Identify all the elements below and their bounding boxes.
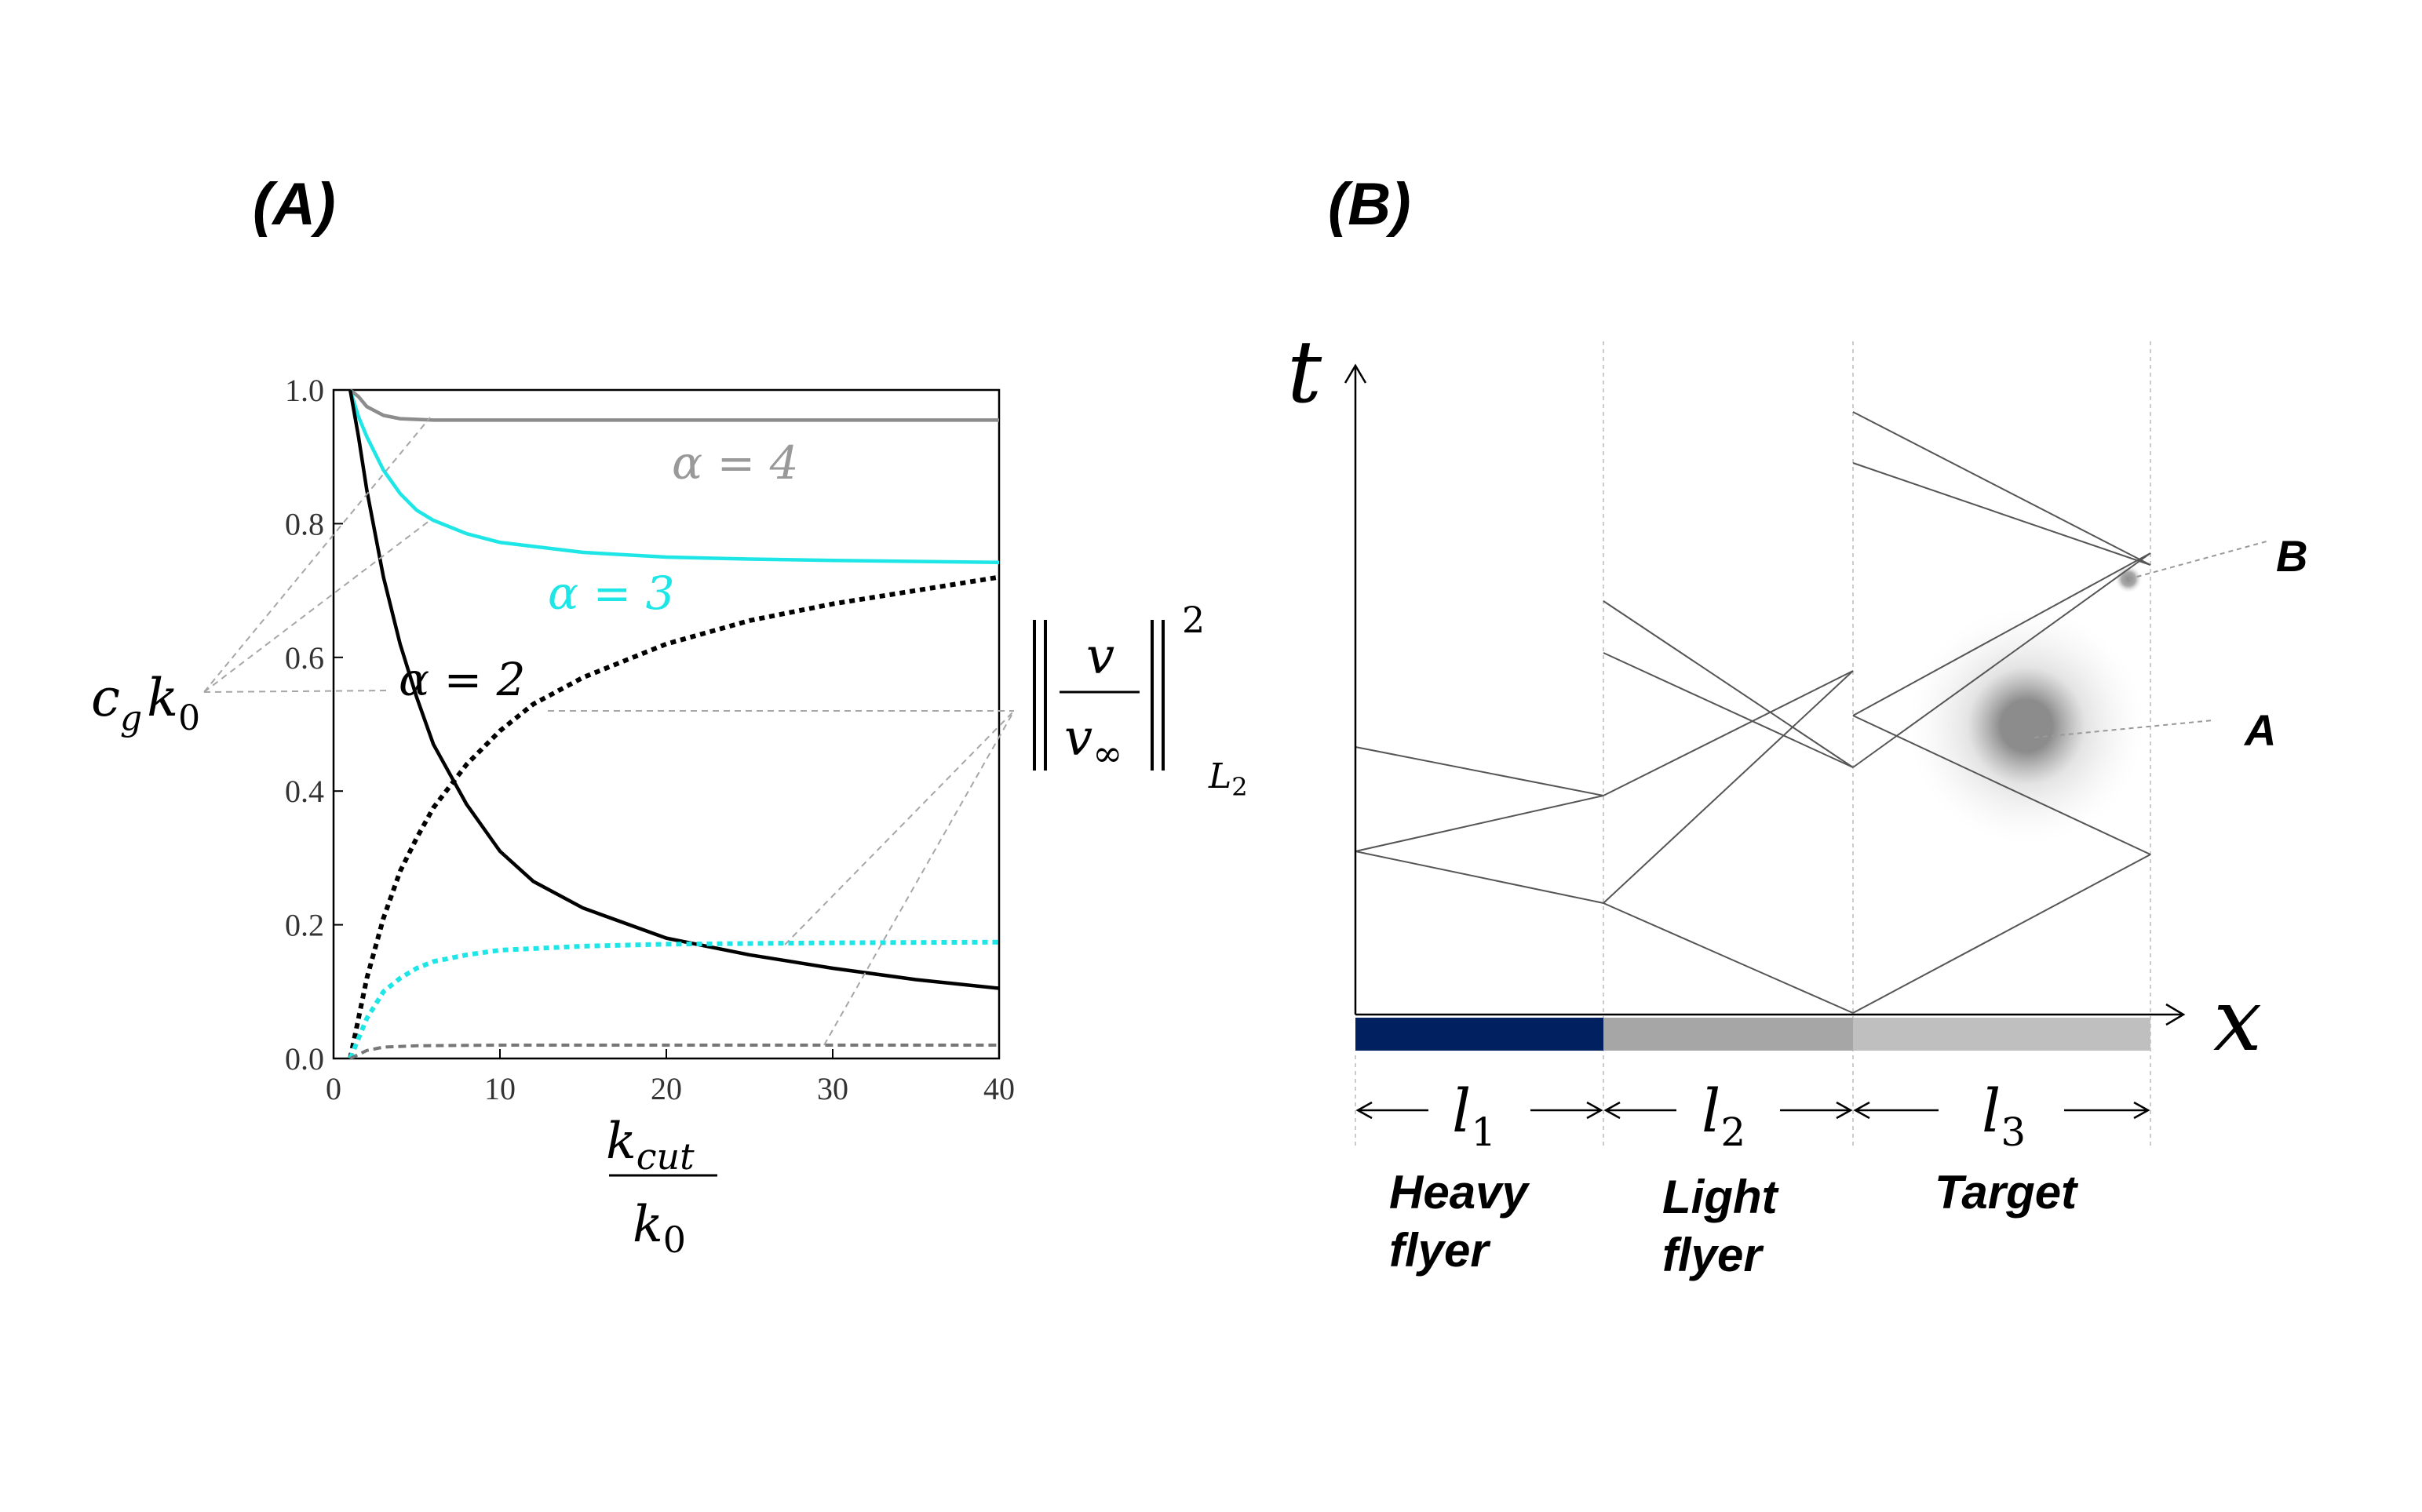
left-axis-label-mid: k	[147, 668, 178, 728]
right-axis-label-den: v∞	[1064, 709, 1122, 774]
point-a-label: A	[2243, 705, 2276, 755]
y-tick-label: 0.6	[285, 640, 324, 676]
right-axis-label-power: 2	[1182, 599, 1205, 641]
curve-label-alpha-4: α = 4	[672, 436, 799, 490]
region-label-target: Target	[1935, 1166, 2079, 1219]
curve-label-alpha-3: α = 3	[548, 567, 675, 620]
right-axis-label-norm-sub-l: L	[1208, 756, 1231, 796]
series-line-0	[348, 388, 999, 422]
series-line-3	[348, 574, 1000, 1059]
right-axis-label-den-v: v	[1064, 709, 1092, 767]
y-tick-label: 0.8	[285, 506, 324, 541]
right-axis-label-den-sub: ∞	[1092, 732, 1122, 774]
right-axis-label-norm-sub-2: 2	[1231, 772, 1247, 802]
series-line-2	[348, 389, 1000, 990]
panel-a-label: (A)	[253, 171, 336, 238]
bar-light-flyer	[1603, 1018, 1853, 1051]
segment-label-l2-sub: 2	[1720, 1109, 1745, 1155]
segment-label-l1-sub: 1	[1471, 1109, 1496, 1155]
x-axis-label-num: kcut	[606, 1113, 695, 1178]
curve-label-alpha-2: α = 2	[399, 653, 526, 706]
region-label-heavy-1: Heavy	[1389, 1166, 1530, 1219]
segment-label-l1: l1	[1452, 1076, 1496, 1155]
x-axis-label-num-k: k	[606, 1113, 637, 1171]
y-tick-label: 0.2	[285, 908, 324, 943]
point-a-glow	[1909, 608, 2144, 843]
plot-a: 0 10 20 30 40 0.0 0.2 0.4 0.6 0.8 1.0	[285, 373, 1015, 1106]
region-label-heavy-2: flyer	[1389, 1224, 1491, 1277]
length-arrows	[1355, 1101, 2150, 1120]
left-axis-label: cgk0	[91, 668, 200, 738]
bar-heavy-flyer	[1355, 1018, 1603, 1051]
left-axis-label-main: c	[91, 668, 120, 728]
region-separators	[1355, 341, 2151, 1149]
x-axis-label: kcut k0	[606, 1113, 717, 1261]
series-line-1	[348, 389, 1000, 565]
segment-label-l2-l: l	[1702, 1076, 1720, 1146]
x-tick-label: 0	[326, 1071, 341, 1106]
t-axis-arrow	[1344, 363, 1367, 384]
x-axis-label-b: x	[2213, 970, 2262, 1070]
x-axis-label-den-k: k	[633, 1196, 663, 1254]
right-axis-label-num: v	[1086, 628, 1114, 686]
x-axis-label-num-sub: cut	[637, 1135, 695, 1178]
axes-b	[1344, 363, 2186, 1026]
segment-label-l3-l: l	[1982, 1076, 2001, 1146]
t-axis-label: t	[1287, 322, 1322, 422]
segment-label-l2: l2	[1702, 1076, 1745, 1155]
plot-a-ticks: 0 10 20 30 40 0.0 0.2 0.4 0.6 0.8 1.0	[285, 373, 1015, 1106]
series-line-5	[349, 1043, 999, 1060]
right-axis-label: v v∞ 2 L2	[1033, 599, 1248, 802]
x-axis-label-den: k0	[633, 1196, 686, 1261]
leader-lines	[203, 417, 1015, 1046]
segment-label-l3-sub: 3	[2001, 1109, 2026, 1155]
series-line-4	[348, 939, 1000, 1060]
region-label-light-1: Light	[1662, 1171, 1780, 1223]
y-tick-label: 0.4	[285, 774, 324, 809]
x-tick-label: 20	[651, 1071, 682, 1106]
x-axis-label-den-sub: 0	[663, 1219, 686, 1261]
x-axis-arrow	[2165, 1003, 2186, 1026]
bar-target	[1853, 1018, 2150, 1051]
wave-lines	[1355, 411, 2151, 1014]
x-tick-label: 10	[484, 1071, 516, 1106]
x-tick-label: 30	[817, 1071, 848, 1106]
point-leaders	[2034, 541, 2267, 738]
y-tick-label: 1.0	[285, 373, 324, 408]
left-axis-label-sub2: 0	[178, 698, 200, 738]
panel-b-label: (B)	[1328, 171, 1411, 238]
segment-label-l1-l: l	[1452, 1076, 1471, 1146]
x-tick-label: 40	[983, 1071, 1015, 1106]
segment-label-l3: l3	[1982, 1076, 2026, 1155]
region-label-light-2: flyer	[1662, 1229, 1764, 1281]
y-tick-label: 0.0	[285, 1041, 324, 1077]
left-axis-label-sub1: g	[120, 698, 142, 738]
point-b-label: B	[2276, 531, 2307, 581]
plot-a-series	[348, 388, 1000, 1060]
right-axis-label-norm-sub: L2	[1208, 756, 1248, 802]
plot-a-frame	[332, 388, 1001, 1060]
